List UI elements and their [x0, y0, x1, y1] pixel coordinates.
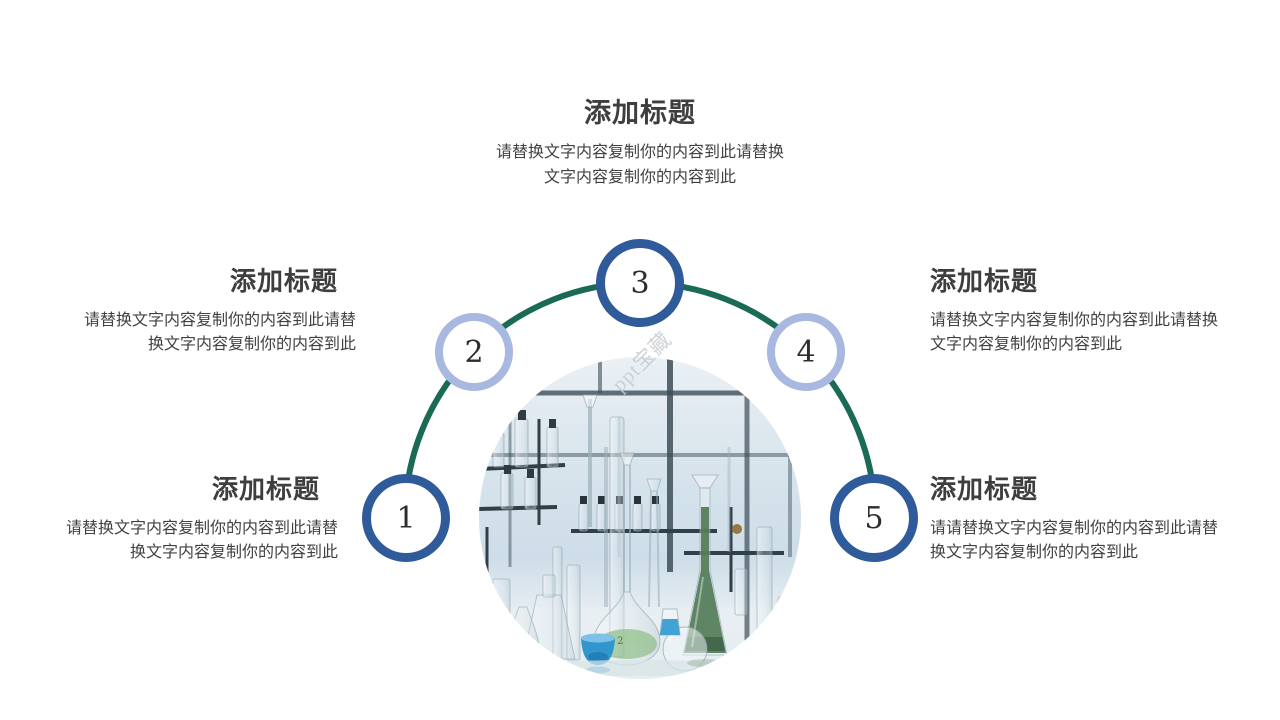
step-5-body-line1: 请请替换文字内容复制你的内容到此请替	[930, 520, 1219, 537]
lab-glassware-image: 2	[479, 357, 801, 679]
cool-tint-overlay	[479, 357, 801, 679]
bowl-reflection	[586, 666, 610, 674]
step-2-text-block: 添加标题 请替换文字内容复制你的内容到此请替 换文字内容复制你的内容到此	[56, 266, 356, 357]
amber-stopper	[732, 524, 742, 534]
step-1-body-line2: 换文字内容复制你的内容到此	[129, 544, 338, 561]
step-1-body-line1: 请替换文字内容复制你的内容到此请替	[65, 520, 338, 537]
step-4-body: 请替换文字内容复制你的内容到此请替换 文字内容复制你的内容到此	[930, 309, 1260, 357]
step-circle-2: 2	[435, 313, 513, 391]
step-4-text-block: 添加标题 请替换文字内容复制你的内容到此请替换 文字内容复制你的内容到此	[930, 266, 1260, 357]
step-3-body: 请替换文字内容复制你的内容到此请替换 文字内容复制你的内容到此	[390, 140, 890, 190]
step-4-body-line2: 文字内容复制你的内容到此	[930, 336, 1123, 353]
step-number-1: 1	[396, 500, 416, 536]
step-number-5: 5	[864, 500, 884, 536]
step-2-body-line2: 换文字内容复制你的内容到此	[147, 336, 356, 353]
step-5-title: 添加标题	[930, 475, 1039, 504]
step-1-title: 添加标题	[211, 475, 320, 504]
step-circle-3: 3	[596, 239, 684, 327]
step-3-body-line2: 文字内容复制你的内容到此	[543, 169, 736, 186]
step-2-title: 添加标题	[229, 267, 338, 296]
step-5-body-line2: 换文字内容复制你的内容到此	[930, 544, 1139, 561]
step-4-title: 添加标题	[930, 267, 1039, 296]
flask-marking: 2	[617, 636, 623, 647]
step-3-text-block: 添加标题 请替换文字内容复制你的内容到此请替换 文字内容复制你的内容到此	[390, 96, 890, 190]
step-1-text-block: 添加标题 请替换文字内容复制你的内容到此请替 换文字内容复制你的内容到此	[38, 474, 338, 565]
step-2-body: 请替换文字内容复制你的内容到此请替 换文字内容复制你的内容到此	[56, 309, 356, 357]
step-3-title: 添加标题	[584, 98, 696, 128]
step-2-body-line1: 请替换文字内容复制你的内容到此请替	[83, 312, 356, 329]
blue-bowl	[581, 633, 615, 665]
cyan-flask	[659, 608, 681, 636]
step-number-4: 4	[796, 334, 816, 370]
step-number-3: 3	[630, 265, 650, 301]
step-circle-4: 4	[767, 313, 845, 391]
step-4-body-line1: 请替换文字内容复制你的内容到此请替换	[930, 312, 1219, 329]
step-circle-1: 1	[362, 474, 450, 562]
lab-glassware-scene: 2	[479, 357, 801, 679]
step-5-text-block: 添加标题 请请替换文字内容复制你的内容到此请替 换文字内容复制你的内容到此	[930, 474, 1260, 565]
step-1-body: 请替换文字内容复制你的内容到此请替 换文字内容复制你的内容到此	[38, 517, 338, 565]
step-3-body-line1: 请替换文字内容复制你的内容到此请替换	[495, 144, 784, 161]
step-number-2: 2	[464, 334, 484, 370]
step-circle-5: 5	[830, 474, 918, 562]
step-5-body: 请请替换文字内容复制你的内容到此请替 换文字内容复制你的内容到此	[930, 517, 1260, 565]
